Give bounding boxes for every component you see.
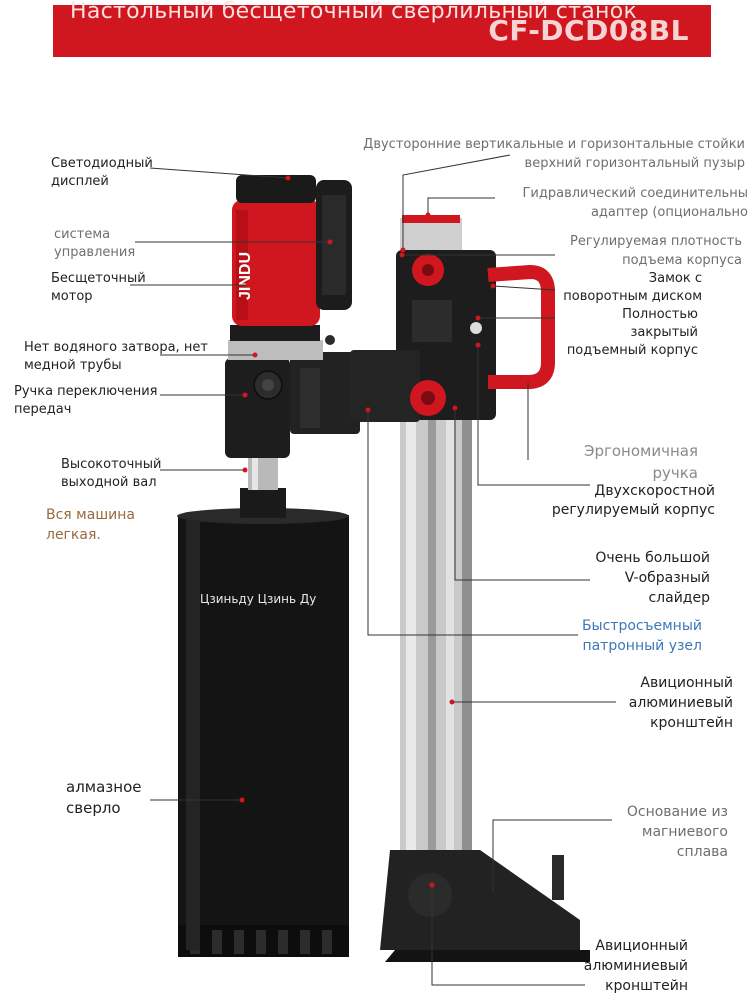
- output-shaft-graphic: [240, 458, 286, 518]
- label-stands: Двусторонние вертикальные и горизонтальн…: [363, 137, 745, 171]
- label-diamond-bit: алмазное сверло: [66, 778, 142, 817]
- page-title: Настольный бесщеточный сверлильный стано…: [70, 0, 638, 24]
- brand-logo: JINDU: [237, 252, 254, 300]
- label-lock: Замок с поворотным диском: [563, 271, 702, 304]
- label-aviation-bracket-2: Авиционный алюминиевый кронштейн: [583, 938, 688, 994]
- label-hydraulic-adapter: Гидравлический соединительны адаптер (оп…: [522, 186, 748, 220]
- label-no-water-seal: Нет водяного затвора, нет медной трубы: [24, 340, 208, 373]
- gear-housing-graphic: [225, 352, 360, 458]
- label-magnesium-base: Основание из магниевого сплава: [626, 804, 728, 860]
- callout-dots: [239, 175, 531, 888]
- label-lightweight: Вся машина легкая.: [46, 507, 135, 543]
- center-watermark: Цзиньду Цзинь Ду: [200, 592, 317, 606]
- carriage-graphic: [350, 215, 555, 422]
- label-control-system: система управления: [54, 227, 136, 260]
- header-banner: Настольный бесщеточный сверлильный стано…: [53, 0, 711, 57]
- label-aviation-bracket-1: Авиционный алюминиевый кронштейн: [628, 675, 733, 731]
- label-density: Регулируемая плотность подъема корпуса: [570, 234, 742, 268]
- label-ergonomic-handle: Эргономичная ручка: [584, 442, 698, 482]
- motor-body-graphic: JINDU: [228, 175, 352, 360]
- model-number: CF-DCD08BL: [488, 14, 689, 47]
- label-brushless-motor: Бесщеточный мотор: [51, 271, 146, 304]
- callout-lines: [130, 154, 616, 986]
- label-output-shaft: Высокоточный выходной вал: [61, 457, 162, 490]
- diamond-bit-graphic: [177, 508, 349, 957]
- label-quick-chuck: Быстросъемный патронный узел: [581, 618, 702, 654]
- label-closed-body: Полностью закрытый подъемный корпус: [566, 307, 698, 358]
- label-led-display: Светодиодный дисплей: [51, 156, 153, 189]
- label-v-slider: Очень большой V-образный слайдер: [595, 550, 710, 606]
- label-gear-handle: Ручка переключения передач: [14, 384, 158, 417]
- base-graphic: [380, 850, 590, 962]
- label-two-speed: Двухскоростной регулируемый корпус: [551, 483, 715, 518]
